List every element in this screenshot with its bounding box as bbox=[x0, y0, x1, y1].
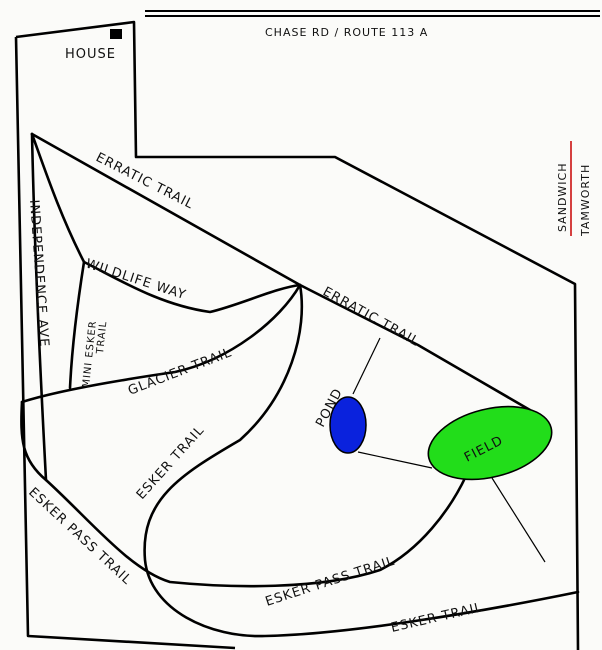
wildlife-way-label: WILDLIFE WAY bbox=[84, 257, 188, 304]
erratic-trail-lower-label: ERRATIC TRAIL bbox=[320, 284, 422, 350]
esker-pass-trail-path bbox=[20, 400, 468, 588]
property-boundary bbox=[14, 20, 580, 650]
house-label: HOUSE bbox=[65, 47, 116, 62]
pond-pointer-upper bbox=[352, 337, 381, 395]
town-tamworth: TAMWORTH bbox=[579, 164, 592, 237]
field-pointer-lower bbox=[491, 477, 546, 563]
inner-branch bbox=[30, 132, 86, 264]
road-label: CHASE RD / ROUTE 113 A bbox=[265, 26, 428, 39]
glacier-trail-label: GLACIER TRAIL bbox=[126, 345, 234, 398]
esker-pass-trail-bottom-label: ESKER PASS TRAIL bbox=[264, 554, 397, 610]
erratic-trail-upper-label: ERRATIC TRAIL bbox=[93, 150, 196, 212]
house-marker bbox=[110, 29, 122, 39]
glacier-trail-path bbox=[20, 283, 302, 404]
wildlife-way-path bbox=[82, 260, 302, 314]
mini-esker-path bbox=[68, 260, 86, 390]
erratic-trail bbox=[30, 132, 532, 412]
esker-trail-mid-label: ESKER TRAIL bbox=[134, 423, 208, 503]
town-sandwich: SANDWICH bbox=[556, 163, 569, 232]
independence-ave bbox=[30, 132, 48, 482]
pond-field-connector bbox=[357, 451, 433, 469]
esker-pass-trail-left-label: ESKER PASS TRAIL bbox=[25, 485, 134, 588]
mini-esker-label-2: TRAIL bbox=[95, 320, 109, 355]
esker-trail-bottom-label: ESKER TRAIL bbox=[390, 600, 485, 636]
independence-ave-label: INDEPENDENCE AVE bbox=[26, 199, 51, 348]
pond bbox=[329, 396, 367, 454]
field bbox=[427, 405, 553, 481]
